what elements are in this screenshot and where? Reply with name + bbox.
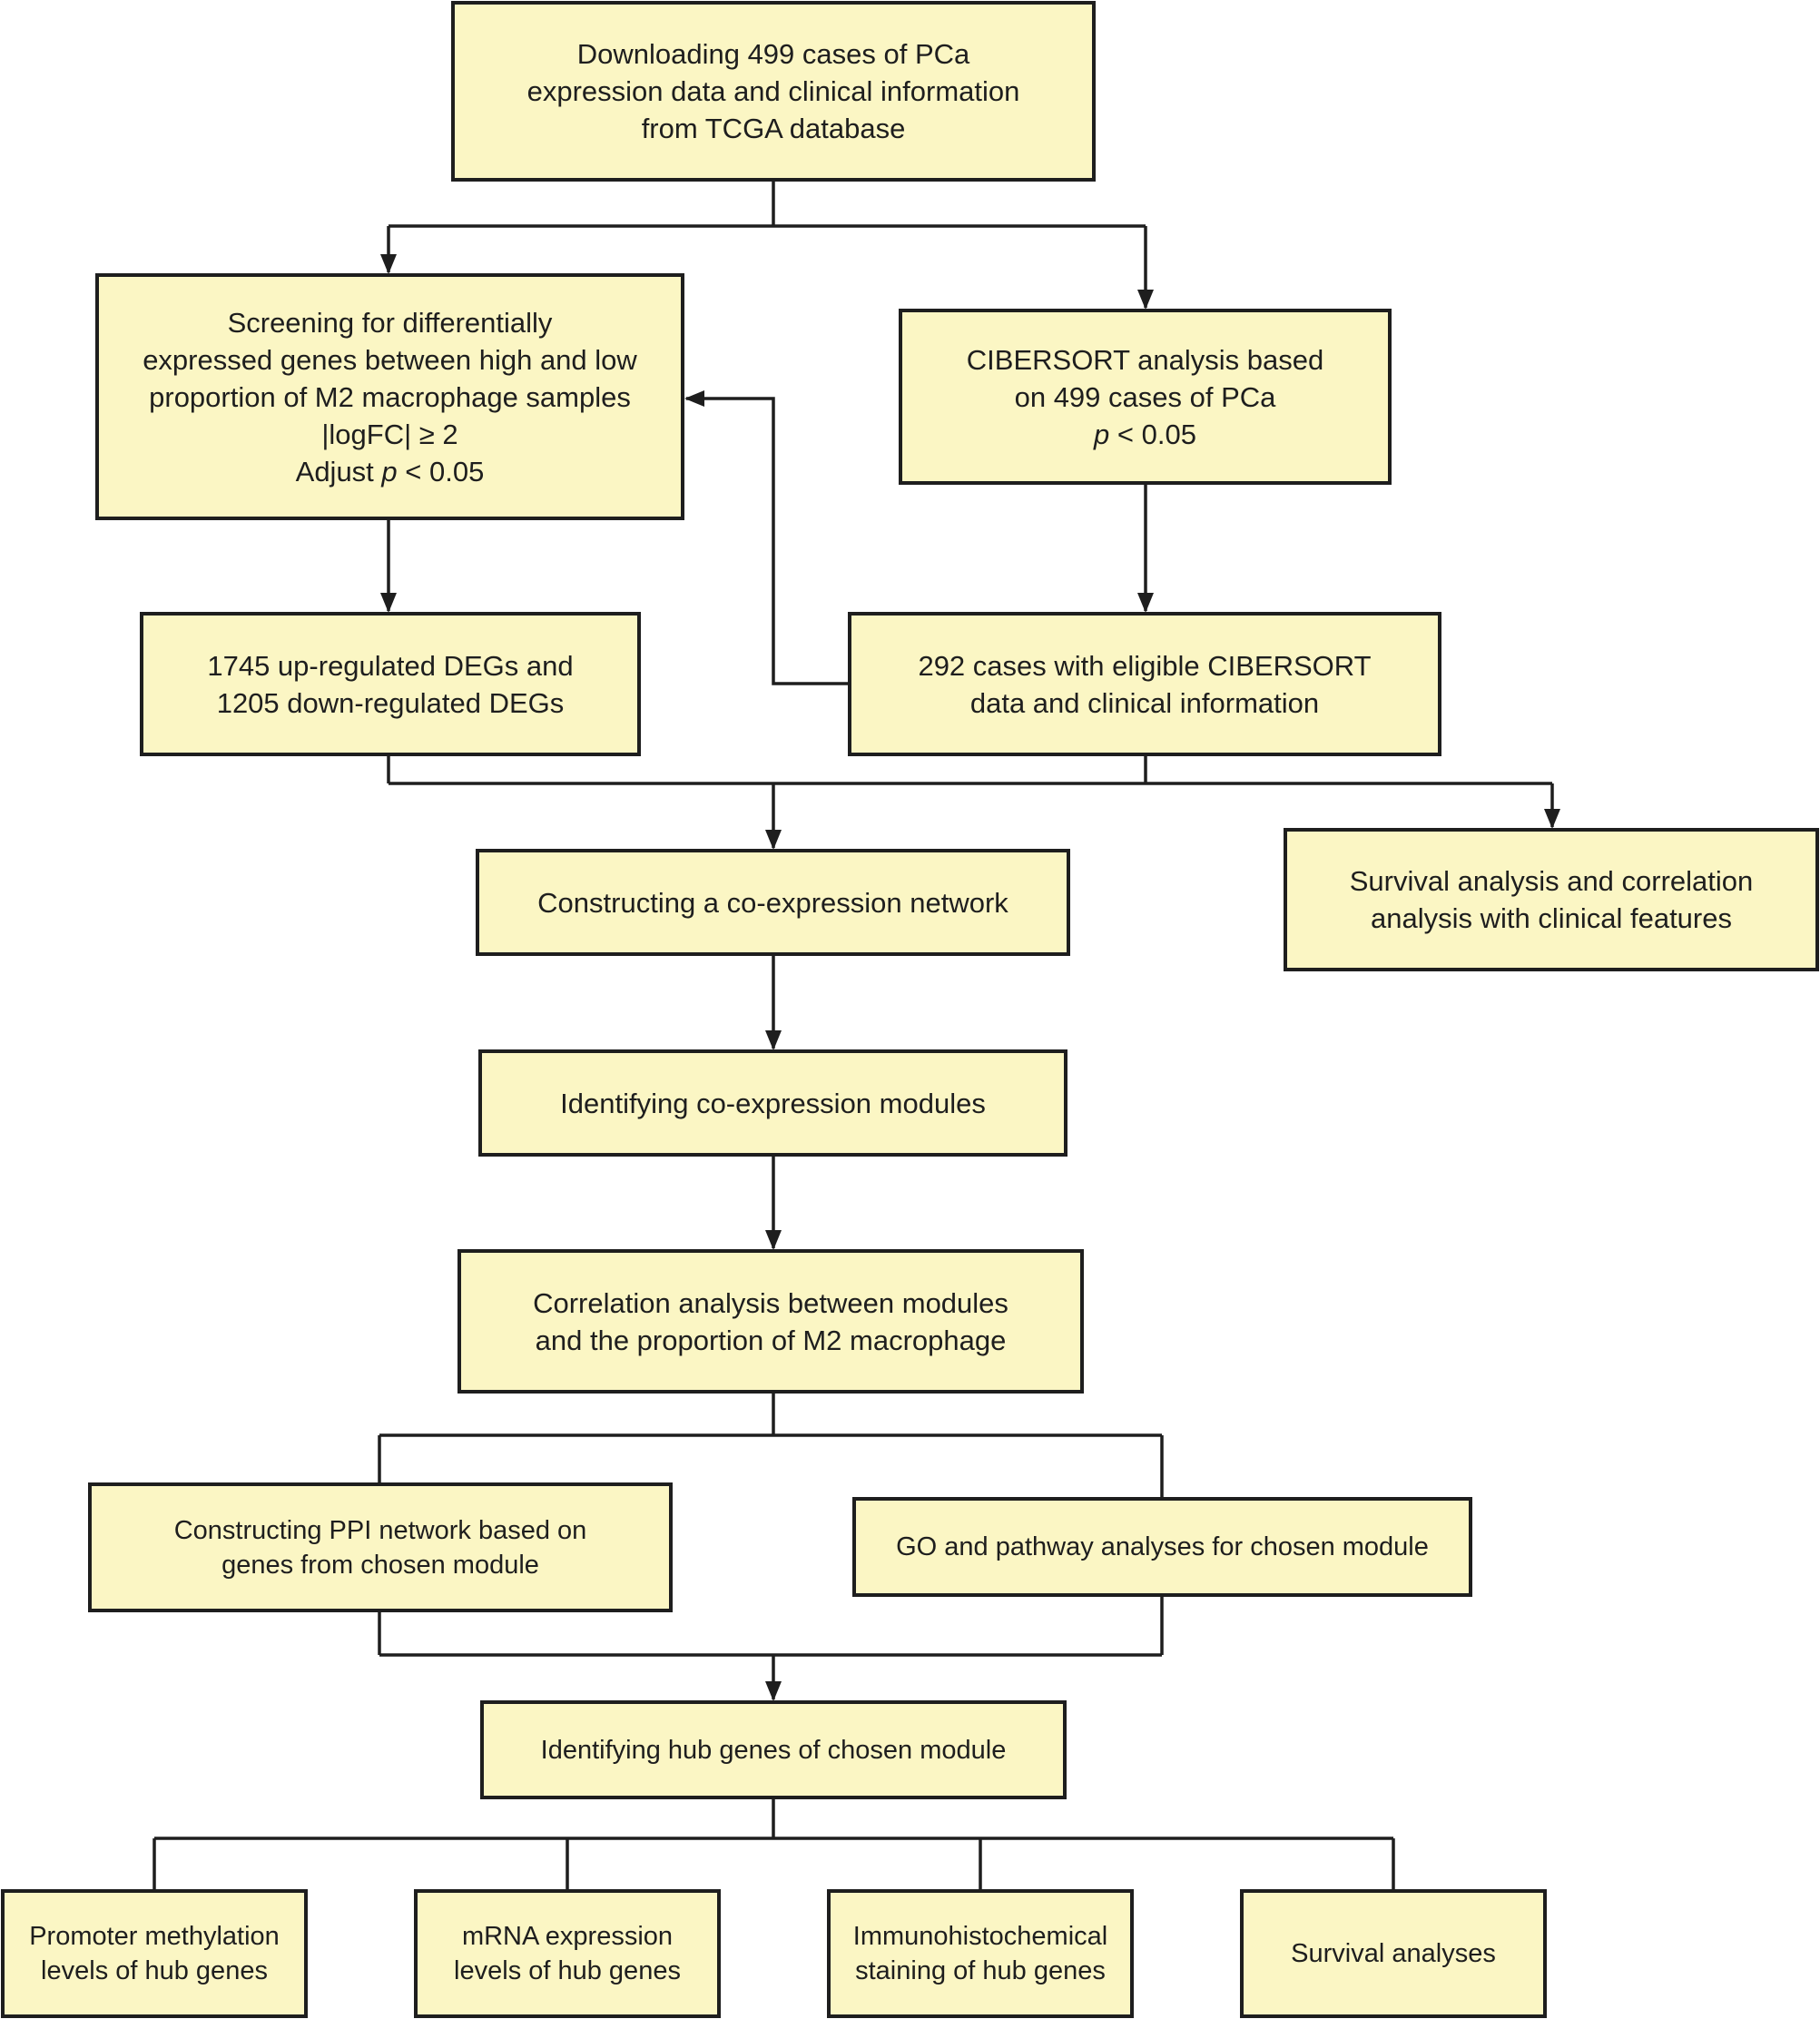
screening-adjust-p: p xyxy=(381,455,398,488)
arrowhead-hub xyxy=(765,1681,782,1701)
eligible-line-1: 292 cases with eligible CIBERSORT xyxy=(918,649,1372,682)
arrowhead-coexpr-network xyxy=(765,830,782,850)
methylation-line-2: levels of hub genes xyxy=(41,1956,268,1985)
survival-corr-box: Survival analysis and correlation analys… xyxy=(1284,828,1819,971)
cibersort-p-label: p xyxy=(1094,418,1110,450)
screening-adjust-suffix: < 0.05 xyxy=(397,455,485,488)
arrowhead-correlation xyxy=(765,1230,782,1250)
screening-line-2: expressed genes between high and low xyxy=(143,343,637,376)
go-box: GO and pathway analyses for chosen modul… xyxy=(852,1497,1472,1597)
degs-line-1: 1745 up-regulated DEGs and xyxy=(207,649,574,682)
arrowhead-feedback xyxy=(684,390,704,407)
download-line-2: expression data and clinical information xyxy=(526,75,1020,107)
degs-line-2: 1205 down-regulated DEGs xyxy=(216,686,565,719)
modules-box: Identifying co-expression modules xyxy=(478,1049,1067,1157)
correlation-line-2: and the proportion of M2 macrophage xyxy=(535,1324,1007,1356)
arrowhead-eligible xyxy=(1137,593,1154,613)
ppi-box: Constructing PPI network based on genes … xyxy=(88,1482,673,1612)
arrow-eligible-to-screening xyxy=(686,397,850,685)
screening-line-1: Screening for differentially xyxy=(227,306,553,339)
degs-box: 1745 up-regulated DEGs and 1205 down-reg… xyxy=(140,612,641,756)
screening-line-4: |logFC| ≥ 2 xyxy=(321,418,458,450)
download-box: Downloading 499 cases of PCa expression … xyxy=(451,1,1096,182)
cibersort-line-1: CIBERSORT analysis based xyxy=(966,343,1324,376)
arrowhead-survival-corr xyxy=(1544,809,1560,829)
arrowhead-cibersort xyxy=(1137,290,1154,310)
cibersort-p-suffix: < 0.05 xyxy=(1109,418,1196,450)
ihc-line-1: Immunohistochemical xyxy=(852,1922,1108,1951)
eligible-box: 292 cases with eligible CIBERSORT data a… xyxy=(848,612,1441,756)
go-line-1: GO and pathway analyses for chosen modul… xyxy=(896,1532,1429,1561)
screening-adjust-prefix: Adjust xyxy=(295,455,382,488)
survival-corr-line-2: analysis with clinical features xyxy=(1370,902,1732,934)
methylation-box: Promoter methylation levels of hub genes xyxy=(1,1889,308,2018)
survival-corr-line-1: Survival analysis and correlation xyxy=(1349,865,1754,897)
arrowhead-screening xyxy=(380,254,397,274)
modules-line-1: Identifying co-expression modules xyxy=(560,1087,986,1119)
screening-box: Screening for differentially expressed g… xyxy=(95,273,684,520)
hub-box: Identifying hub genes of chosen module xyxy=(480,1700,1067,1799)
ihc-box: Immunohistochemical staining of hub gene… xyxy=(827,1889,1134,2018)
survival-box: Survival analyses xyxy=(1240,1889,1547,2018)
coexpr-network-box: Constructing a co-expression network xyxy=(476,849,1070,956)
ihc-line-2: staining of hub genes xyxy=(855,1956,1106,1985)
ppi-line-1: Constructing PPI network based on xyxy=(173,1515,587,1545)
screening-adjust-line: Adjust p < 0.05 xyxy=(143,453,637,490)
download-line-1: Downloading 499 cases of PCa xyxy=(576,38,970,70)
cibersort-line-2: on 499 cases of PCa xyxy=(1014,380,1276,413)
eligible-line-2: data and clinical information xyxy=(969,686,1320,719)
hub-line-1: Identifying hub genes of chosen module xyxy=(540,1735,1007,1765)
ppi-line-2: genes from chosen module xyxy=(221,1550,539,1580)
mrna-box: mRNA expression levels of hub genes xyxy=(414,1889,721,2018)
cibersort-p-line: p < 0.05 xyxy=(967,416,1323,453)
arrowhead-degs xyxy=(380,593,397,613)
methylation-line-1: Promoter methylation xyxy=(29,1922,280,1951)
correlation-box: Correlation analysis between modules and… xyxy=(457,1249,1084,1394)
screening-line-3: proportion of M2 macrophage samples xyxy=(149,380,631,413)
survival-line-1: Survival analyses xyxy=(1291,1939,1496,1968)
cibersort-box: CIBERSORT analysis based on 499 cases of… xyxy=(899,309,1392,485)
correlation-line-1: Correlation analysis between modules xyxy=(533,1286,1008,1319)
mrna-line-2: levels of hub genes xyxy=(454,1956,681,1985)
mrna-line-1: mRNA expression xyxy=(461,1922,674,1951)
arrowhead-modules xyxy=(765,1030,782,1050)
download-line-3: from TCGA database xyxy=(641,113,906,144)
coexpr-network-line-1: Constructing a co-expression network xyxy=(537,886,1008,919)
